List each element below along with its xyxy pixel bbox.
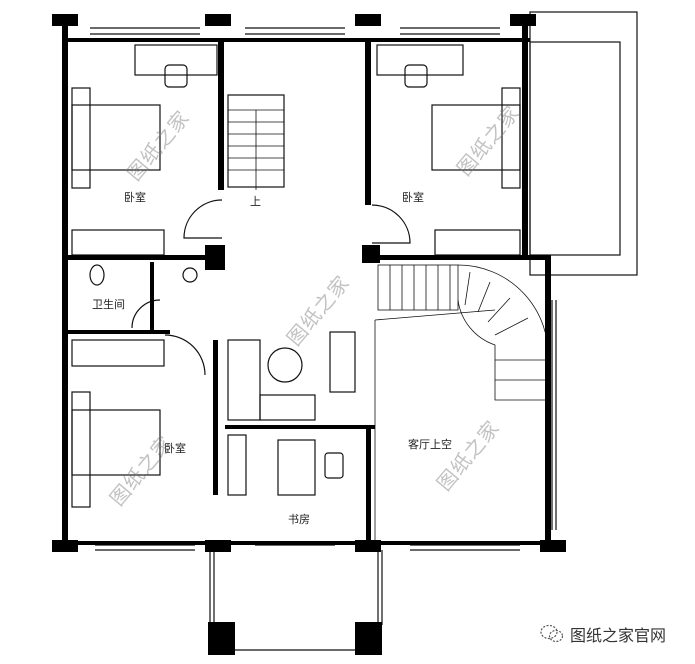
room-label-bedroom-top-right: 卧室	[402, 191, 424, 204]
wechat-icon	[540, 624, 564, 643]
room-label-bathroom: 卫生间	[92, 298, 125, 311]
balcony-right	[529, 11, 638, 276]
footer: 图纸之家官网	[540, 622, 666, 646]
stair-up-label: 上	[250, 195, 261, 208]
room-label-study: 书房	[288, 513, 310, 526]
room-label-bedroom-bottom-left: 卧室	[164, 442, 186, 455]
footer-text: 图纸之家官网	[570, 626, 667, 645]
room-label-bedroom-top-left: 卧室	[124, 191, 146, 204]
room-label-living-void: 客厅上空	[408, 438, 452, 451]
